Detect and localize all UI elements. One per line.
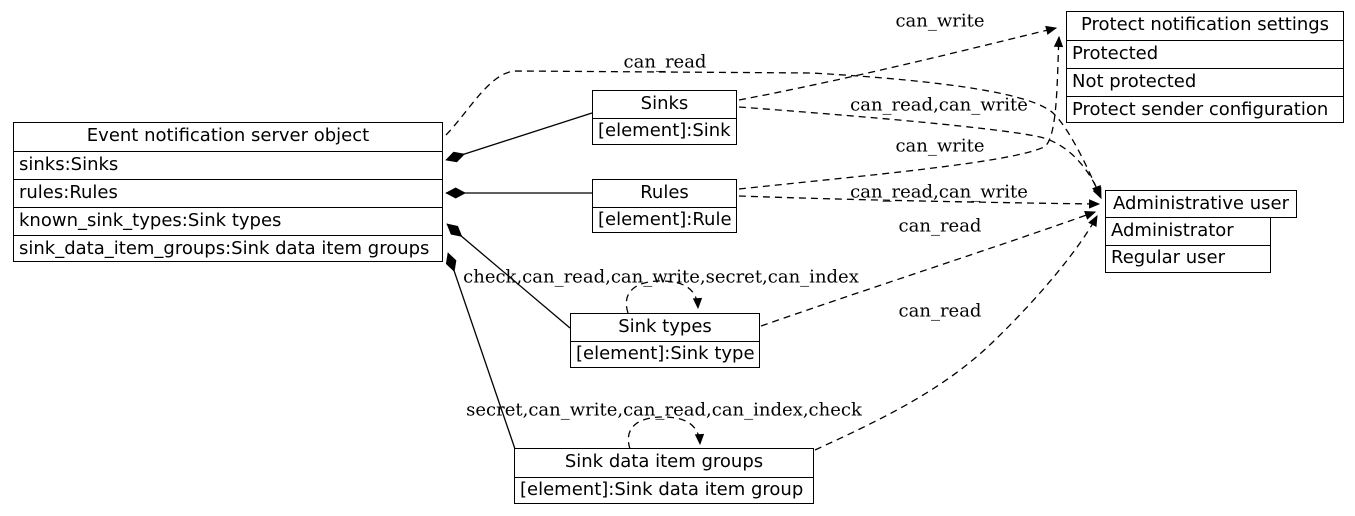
- field-row-known-sink-types: known_sink_types:Sink types: [14, 207, 442, 235]
- value-row-administrator: Administrator: [1111, 220, 1234, 241]
- edge-label-sink-data-item-groups-self-loop: secret,can_write,can_read,can_index,chec…: [466, 399, 862, 421]
- field-row-sinks: sinks:Sinks: [14, 151, 442, 179]
- field-row-element: [element]:Sink: [593, 118, 736, 144]
- node-title: Protect notification settings: [1080, 14, 1330, 35]
- edge-rules-protect-can-write: [738, 35, 1064, 190]
- edge-label-rules-admin: can_read,can_write: [850, 181, 1028, 203]
- edge-sink-data-item-groups-self-loop: [627, 416, 705, 450]
- edge-label-enso-admin: can_read: [623, 51, 707, 73]
- edge-label-sink-data-item-groups-admin: can_read: [898, 300, 982, 322]
- field-row-rules: rules:Rules: [14, 179, 442, 207]
- edge-label-sinks-admin: can_read,can_write: [850, 94, 1028, 116]
- node-title: Event notification server object: [86, 125, 370, 146]
- node-title: Sinks: [640, 93, 689, 114]
- field-row-element: [element]:Sink type: [571, 341, 759, 367]
- value-row-protected: Protected: [1067, 40, 1343, 68]
- edge-sinks-protect-can-write: [738, 25, 1058, 101]
- field-row-element: [element]:Rule: [593, 207, 736, 233]
- node-protect-notification-settings: Protect notification settings Protected …: [1066, 11, 1344, 123]
- node-sink-data-item-groups: Sink data item groups [element]:Sink dat…: [514, 448, 814, 504]
- node-administrative-user-values: Administrator Regular user: [1105, 218, 1271, 273]
- edge-label-sink-types-admin: can_read: [898, 215, 982, 237]
- node-rules: Rules [element]:Rule: [592, 179, 737, 233]
- node-event-notification-server-object: Event notification server object sinks:S…: [13, 122, 443, 262]
- field-row-sink-data-item-groups: sink_data_item_groups:Sink data item gro…: [14, 235, 442, 263]
- edge-sink-data-item-groups-admin-can-read: [814, 214, 1098, 451]
- edge-label-rules-protect: can_write: [895, 135, 985, 157]
- node-sink-types: Sink types [element]:Sink type: [570, 313, 760, 368]
- node-administrative-user-title: Administrative user: [1105, 190, 1297, 218]
- edge-sinks-admin-can-read-can-write: [738, 106, 1101, 198]
- node-title: Sink data item groups: [564, 451, 764, 472]
- value-row-regular-user: Regular user: [1106, 245, 1270, 271]
- node-sinks: Sinks [element]:Sink: [592, 90, 737, 145]
- edge-label-sinks-protect: can_write: [895, 10, 985, 32]
- edge-enso-admin-can-read: [445, 70, 1102, 200]
- edge-sink-types-admin-can-read: [760, 210, 1097, 327]
- edge-enso-sink-data-item-groups: [445, 252, 516, 450]
- node-title: Rules: [640, 182, 689, 203]
- edge-enso-sinks: [445, 112, 593, 163]
- value-row-protect-sender-configuration: Protect sender configuration: [1067, 96, 1343, 124]
- edge-enso-sink-types: [446, 223, 571, 329]
- edge-label-sink-types-self-loop: check,can_read,can_write,secret,can_inde…: [463, 266, 859, 288]
- edge-sink-types-self-loop: [625, 280, 703, 314]
- field-row-element: [element]:Sink data item group: [515, 477, 813, 503]
- value-row-not-protected: Not protected: [1067, 68, 1343, 96]
- node-title: Sink types: [618, 316, 712, 337]
